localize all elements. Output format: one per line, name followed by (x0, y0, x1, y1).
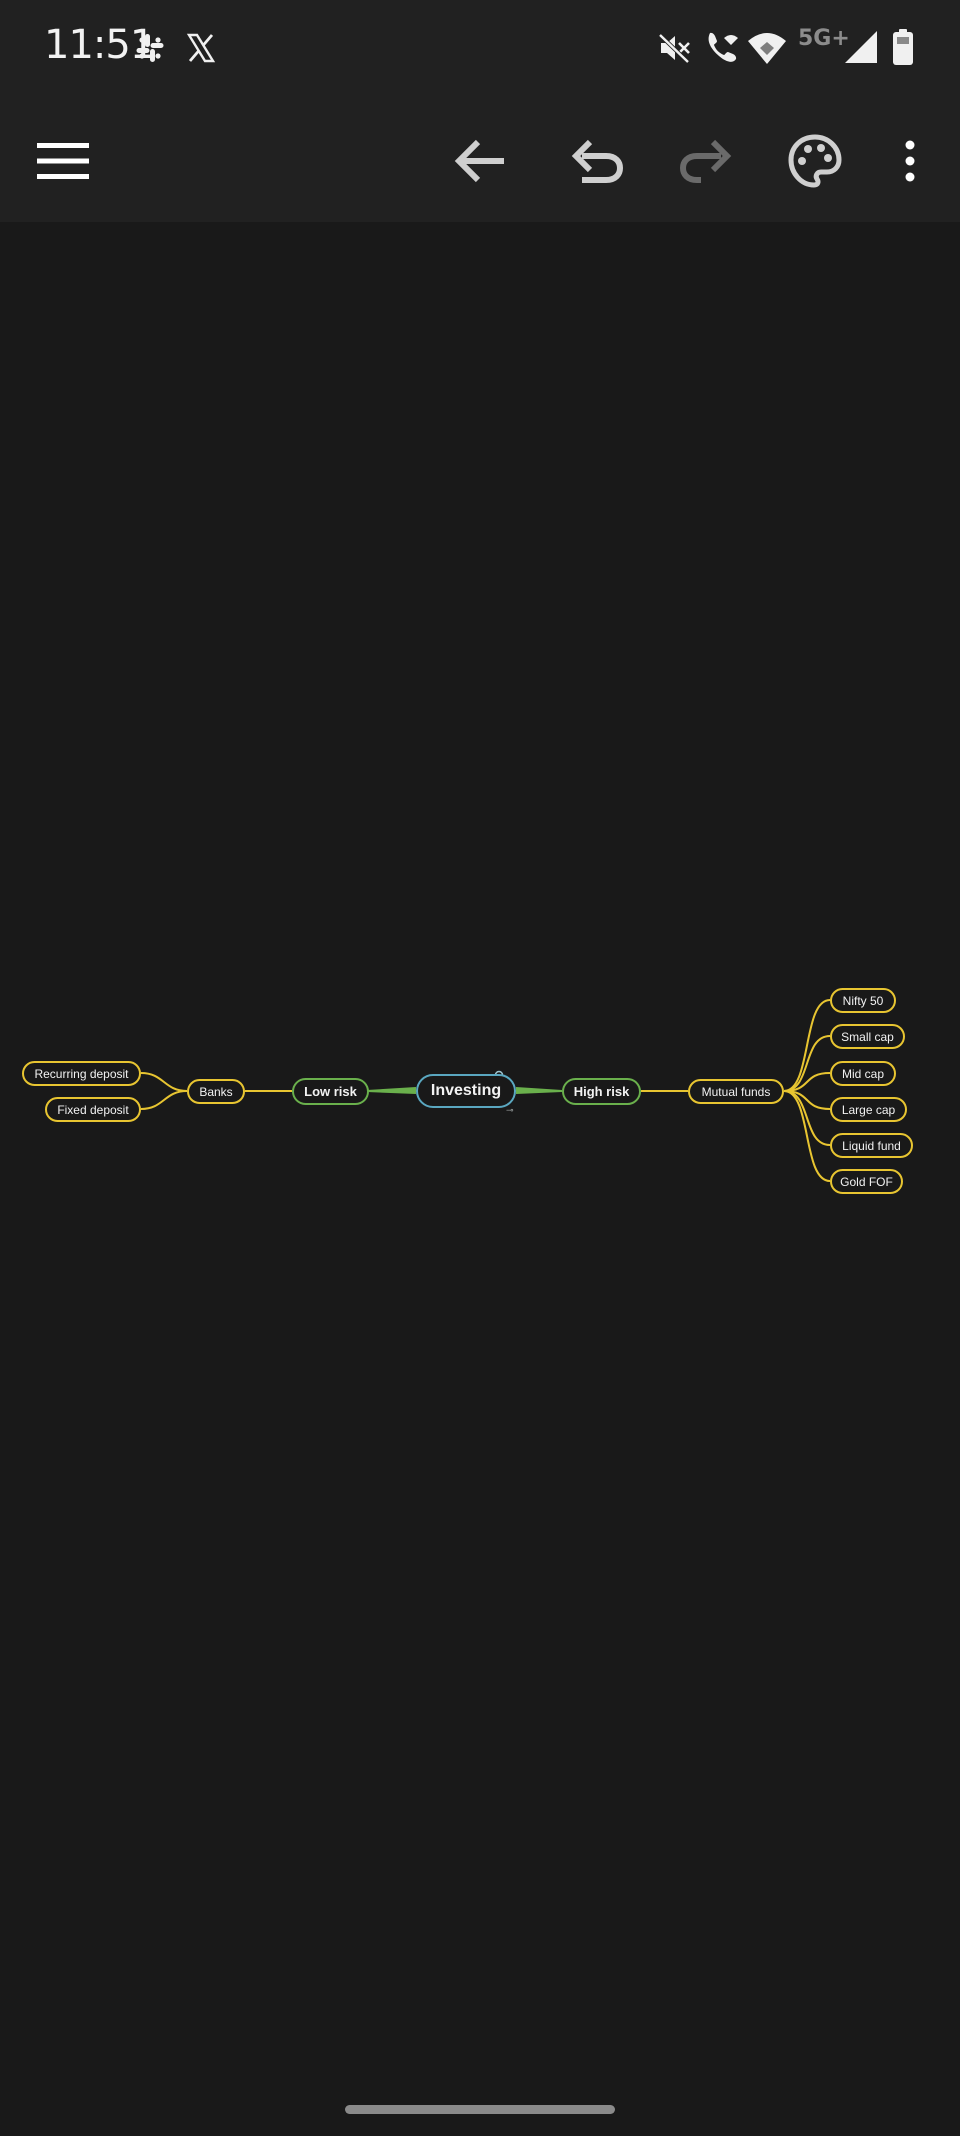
mindmap-node-large-cap[interactable]: Large cap (830, 1097, 907, 1122)
node-label: Nifty 50 (842, 993, 884, 1008)
node-label: Banks (199, 1084, 233, 1099)
mindmap-canvas[interactable]: ⊸ Investing Low risk High risk Banks Mut… (0, 222, 960, 2136)
node-label: Small cap (841, 1029, 894, 1044)
x-icon (186, 33, 216, 63)
node-label: Low risk (304, 1084, 357, 1099)
undo-button[interactable] (563, 126, 633, 196)
menu-icon (37, 143, 89, 179)
signal-icon (845, 31, 877, 63)
undo-icon (571, 139, 624, 183)
node-label: Large cap (841, 1102, 896, 1117)
wifi-icon (748, 33, 786, 64)
more-vert-icon (905, 140, 915, 182)
redo-button[interactable] (670, 126, 740, 196)
mindmap-node-banks[interactable]: Banks (187, 1079, 245, 1104)
mindmap-node-mid-cap[interactable]: Mid cap (830, 1061, 896, 1086)
mute-icon (658, 33, 690, 64)
back-arrow-icon (454, 139, 504, 183)
app-toolbar (0, 96, 960, 222)
node-label: Liquid fund (842, 1138, 901, 1153)
mindmap-connectors: ⊸ (140, 999, 831, 1182)
mindmap-root-node[interactable]: Investing (416, 1074, 516, 1108)
home-indicator[interactable] (345, 2105, 615, 2114)
more-options-button[interactable] (875, 126, 945, 196)
theme-button[interactable] (780, 126, 850, 196)
node-label: Gold FOF (840, 1174, 893, 1189)
node-label: High risk (573, 1084, 630, 1099)
mindmap-node-liquid-fund[interactable]: Liquid fund (830, 1133, 913, 1158)
mindmap-node-low-risk[interactable]: Low risk (292, 1078, 369, 1105)
node-label: Investing (430, 1082, 502, 1099)
network-type-label: 5G+ (798, 26, 850, 51)
mindmap-node-fixed-deposit[interactable]: Fixed deposit (45, 1097, 141, 1122)
mindmap-node-nifty-50[interactable]: Nifty 50 (830, 988, 896, 1013)
mindmap-node-gold-fof[interactable]: Gold FOF (830, 1169, 903, 1194)
mindmap-node-mutual-funds[interactable]: Mutual funds (688, 1079, 784, 1104)
node-label: Mutual funds (701, 1084, 771, 1099)
node-label: Mid cap (841, 1066, 885, 1081)
palette-icon (788, 134, 842, 188)
mindmap-node-high-risk[interactable]: High risk (562, 1078, 641, 1105)
node-label: Recurring deposit (34, 1066, 129, 1081)
menu-button[interactable] (28, 126, 98, 196)
slack-icon (136, 34, 164, 62)
battery-icon (893, 29, 913, 65)
mindmap-node-recurring-deposit[interactable]: Recurring deposit (22, 1061, 141, 1086)
node-label: Fixed deposit (57, 1102, 129, 1117)
back-button[interactable] (445, 126, 515, 196)
status-bar: 11:51 5G+ (0, 0, 960, 96)
collapse-handle-icon: ⊸ (506, 1106, 514, 1116)
wifi-calling-icon (708, 32, 738, 62)
mindmap-node-small-cap[interactable]: Small cap (830, 1024, 905, 1049)
redo-icon (679, 139, 732, 183)
status-time: 11:51 (44, 22, 155, 68)
